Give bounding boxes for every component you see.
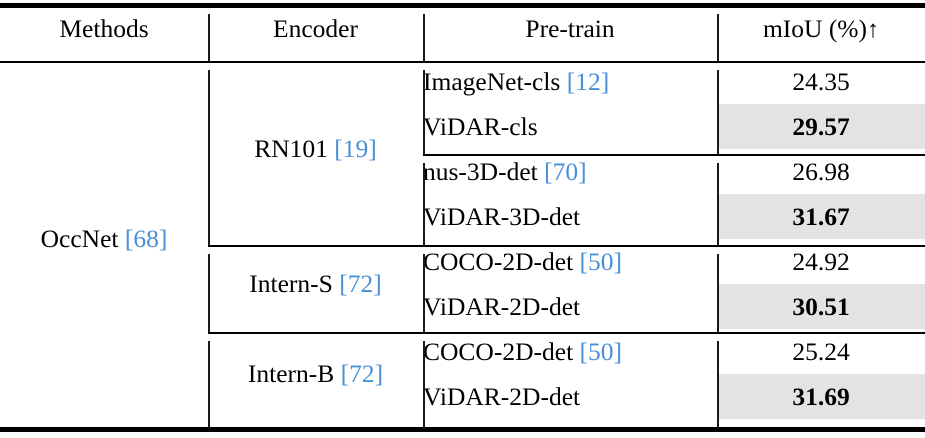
encoder-citation: [19] [334, 134, 377, 163]
encoder-name: Intern-S [249, 269, 333, 298]
table-top-rule [0, 3, 925, 8]
cell-pretrain: nus-3D-det [70] [423, 149, 717, 194]
table-row: Intern-B [72] COCO-2D-det [50] 25.24 [0, 329, 925, 389]
method-name: OccNet [40, 224, 119, 253]
column-separator-encoder-pretrain [423, 254, 425, 332]
column-separator-pretrain-miou [717, 163, 719, 245]
cell-pretrain: ImageNet-cls [12] [423, 59, 717, 104]
table-subgroup-rule-1 [423, 154, 925, 156]
cell-pretrain: ViDAR-3D-det [423, 194, 717, 239]
method-citation: [68] [124, 224, 168, 253]
cell-method-occnet: OccNet [68] [0, 59, 208, 419]
column-separator-methods-encoder [208, 14, 210, 61]
table-row: OccNet [68] RN101 [19] ImageNet-cls [12]… [0, 59, 925, 254]
cell-pretrain: COCO-2D-det [50] [423, 329, 717, 374]
column-separator-pretrain-miou [717, 14, 719, 61]
column-header-miou: mIoU (%)↑ [717, 0, 925, 59]
pretrain-citation: [50] [579, 246, 623, 276]
cell-pretrain: COCO-2D-det [50] [423, 239, 717, 284]
table-row: ViDAR-3D-det 31.67 [0, 194, 925, 239]
cell-encoder-intern-b: Intern-B [72] [208, 329, 423, 419]
cell-pretrain: ViDAR-cls [423, 104, 717, 149]
column-header-encoder-label: Encoder [273, 13, 358, 43]
cell-miou-highlighted: 31.69 [717, 374, 925, 419]
cell-miou-highlighted: 29.57 [717, 104, 925, 149]
pretrain-name: COCO-2D-det [423, 336, 574, 366]
table-group-rule-2 [208, 332, 925, 334]
column-separator-encoder-pretrain [423, 70, 425, 154]
table-row: nus-3D-det [70] 26.98 [0, 149, 925, 194]
cell-miou: 26.98 [792, 156, 850, 186]
cell-miou: 24.35 [792, 66, 850, 96]
cell-pretrain: ViDAR-2D-det [423, 374, 717, 419]
pretrain-name: ViDAR-3D-det [423, 201, 581, 231]
table-row: ViDAR-2D-det 30.51 [0, 284, 925, 329]
column-header-methods-label: Methods [59, 13, 149, 43]
column-separator-methods-encoder [208, 341, 210, 427]
cell-encoder-intern-s: Intern-S [72] [208, 239, 423, 329]
column-separator-encoder-pretrain [423, 163, 425, 245]
pretrain-name: ViDAR-2D-det [423, 291, 581, 321]
table-body: OccNet [68] RN101 [19] ImageNet-cls [12]… [0, 59, 925, 419]
pretrain-citation: [70] [544, 156, 587, 186]
sort-up-arrow-icon: ↑ [867, 16, 880, 43]
column-header-miou-label: mIoU (%) [762, 13, 868, 43]
column-separator-pretrain-miou [717, 341, 719, 427]
cell-miou: 24.92 [792, 246, 850, 276]
cell-miou-highlighted: 30.51 [717, 284, 925, 329]
pretrain-name: ViDAR-cls [423, 111, 538, 141]
encoder-citation: [72] [340, 359, 384, 388]
pretrain-citation: [50] [579, 336, 623, 366]
column-header-methods: Methods [0, 0, 208, 59]
header-row: Methods Encoder Pre-train mIoU (%)↑ [0, 0, 925, 59]
table-header: Methods Encoder Pre-train mIoU (%)↑ [0, 0, 925, 59]
table-bottom-rule [0, 427, 925, 432]
pretrain-name: ImageNet-cls [423, 66, 561, 96]
cell-encoder-rn101: RN101 [19] [208, 59, 423, 239]
cell-pretrain: ViDAR-2D-det [423, 284, 717, 329]
table-row: Intern-S [72] COCO-2D-det [50] 24.92 [0, 239, 925, 299]
results-table: Methods Encoder Pre-train mIoU (%)↑ OccN… [0, 0, 925, 419]
column-separator-pretrain-miou [717, 254, 719, 332]
column-separator-pretrain-miou [717, 70, 719, 154]
cell-miou: 25.24 [792, 336, 850, 366]
pretrain-name: nus-3D-det [423, 156, 538, 186]
pretrain-name: ViDAR-2D-det [423, 381, 581, 411]
pretrain-name: COCO-2D-det [423, 246, 574, 276]
column-separator-methods-encoder [208, 70, 210, 245]
pretrain-citation: [12] [566, 66, 610, 96]
column-separator-encoder-pretrain [423, 341, 425, 427]
table-row: ViDAR-cls 29.57 [0, 104, 925, 149]
table-row: ViDAR-2D-det 31.69 [0, 374, 925, 419]
table-header-rule [0, 61, 925, 63]
column-header-pretrain-label: Pre-train [525, 13, 615, 43]
encoder-name: Intern-B [247, 359, 335, 388]
encoder-citation: [72] [339, 269, 382, 298]
table-group-rule-1 [208, 245, 925, 247]
cell-miou-highlighted: 31.67 [717, 194, 925, 239]
column-separator-methods-encoder [208, 254, 210, 332]
column-header-pretrain: Pre-train [423, 0, 717, 59]
encoder-name: RN101 [254, 134, 328, 163]
column-separator-encoder-pretrain [423, 14, 425, 61]
column-header-encoder: Encoder [208, 0, 423, 59]
